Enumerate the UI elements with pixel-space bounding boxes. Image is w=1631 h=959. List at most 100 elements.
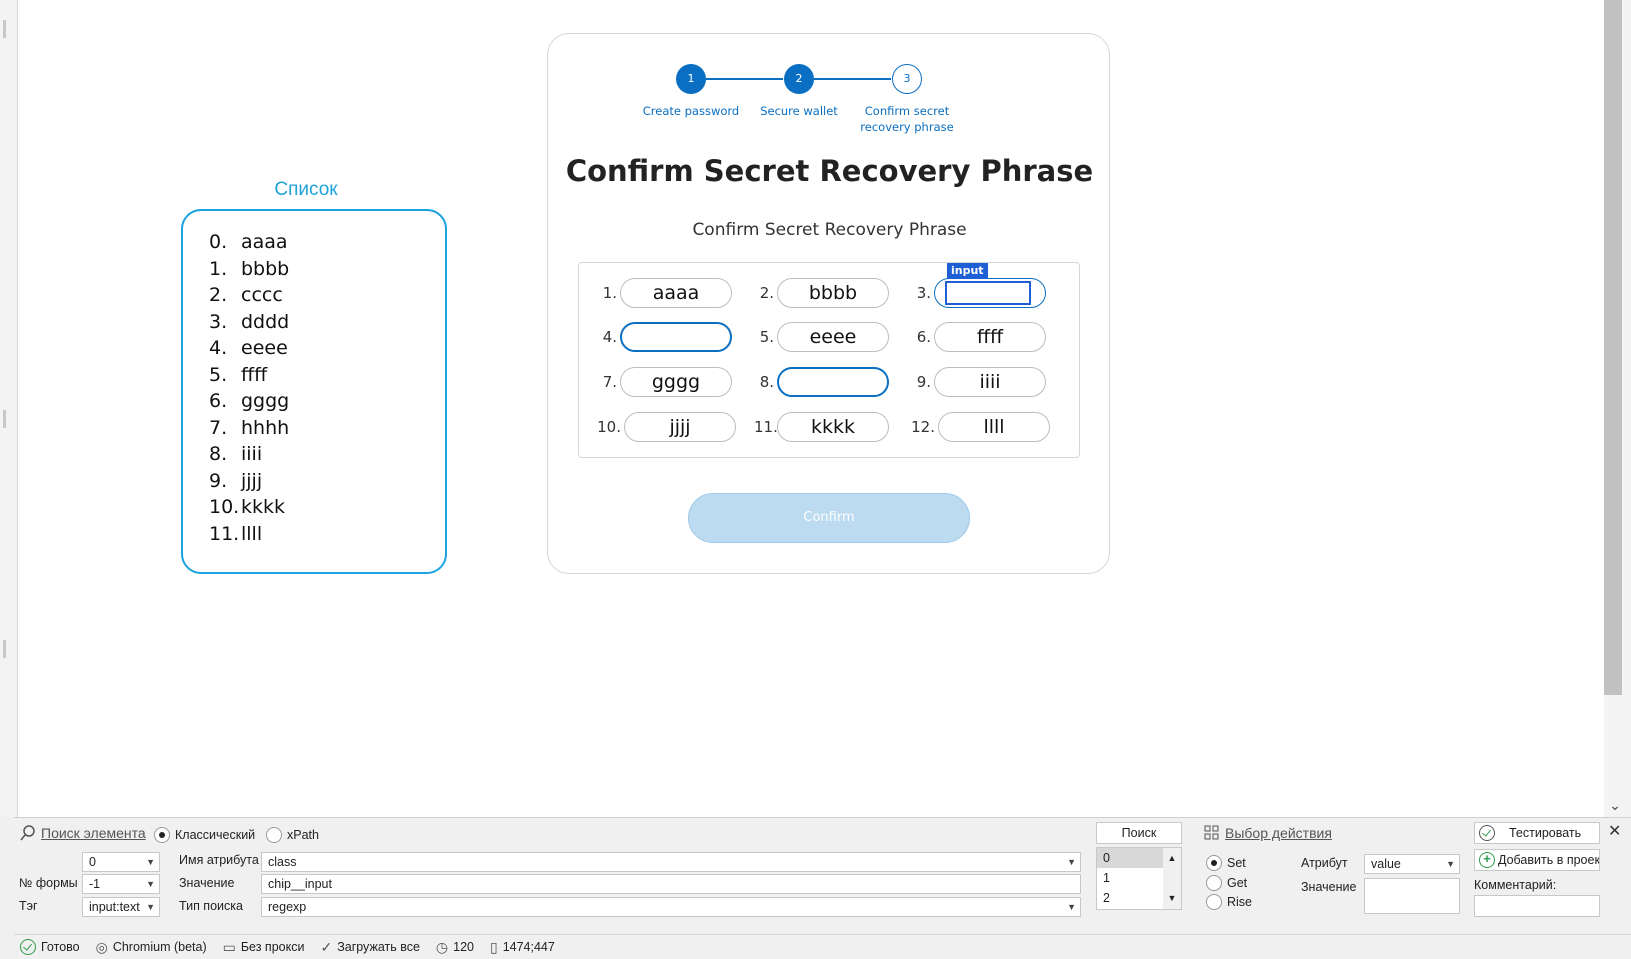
search-type-value: regexp xyxy=(268,900,307,914)
chip-number: 5. xyxy=(759,328,774,346)
tag-label: Тэг xyxy=(19,899,38,913)
action-rise-option[interactable]: Rise xyxy=(1206,894,1252,910)
chip-input[interactable]: bbbb xyxy=(777,278,889,308)
action-value-input[interactable] xyxy=(1364,878,1460,914)
result-item[interactable]: 0 xyxy=(1097,848,1163,868)
attribute-name-select[interactable]: class▼ xyxy=(261,852,1081,872)
status-coords-label: 1474;447 xyxy=(502,940,555,954)
results-scrollbar[interactable]: ▲▼ xyxy=(1163,848,1181,909)
check-circle-icon: ✓ xyxy=(320,938,333,955)
chip-input[interactable]: iiii xyxy=(934,367,1046,397)
scroll-down-icon[interactable]: ⌄ xyxy=(1609,797,1621,813)
status-proxy[interactable]: ▭Без прокси xyxy=(223,939,305,956)
list-item-word: jjjj xyxy=(241,469,263,492)
step-2-circle: 2 xyxy=(784,64,814,94)
chip-5: 5. eeee xyxy=(754,322,889,352)
step-3-circle: 3 xyxy=(892,64,922,94)
mode-xpath-option[interactable]: xPath xyxy=(266,827,319,843)
list-item-number: 11. xyxy=(209,522,240,545)
action-get-option[interactable]: Get xyxy=(1206,875,1247,891)
step-1-circle: 1 xyxy=(676,64,706,94)
chip-input-highlighted[interactable]: input xyxy=(934,263,1046,308)
results-list[interactable]: 0 1 2 ▲▼ xyxy=(1096,847,1182,910)
mode-xpath-radio[interactable] xyxy=(266,827,282,843)
result-item[interactable]: 2 xyxy=(1103,891,1110,905)
confirm-phrase-card: 1 2 3 Create password Secure wallet Conf… xyxy=(547,33,1110,574)
status-load-all[interactable]: ✓Загружать все xyxy=(320,939,419,956)
result-item[interactable]: 1 xyxy=(1103,871,1110,885)
form-number-label: № формы xyxy=(19,876,78,890)
chip-number: 3. xyxy=(916,284,931,302)
attribute-select[interactable]: value▼ xyxy=(1364,854,1460,874)
add-to-project-button[interactable]: + Добавить в проект xyxy=(1474,849,1600,871)
list-item-word: cccc xyxy=(241,284,283,306)
attribute-name-value: class xyxy=(268,855,297,869)
chip-3: 3. input xyxy=(911,263,1046,308)
list-item-word: iiii xyxy=(241,443,263,465)
status-ready: Готово xyxy=(20,939,80,955)
action-set-radio[interactable] xyxy=(1206,855,1222,871)
index-value: 0 xyxy=(89,855,96,869)
chip-input[interactable]: ffff xyxy=(934,322,1046,352)
left-gutter xyxy=(0,0,18,817)
test-button[interactable]: Тестировать xyxy=(1474,822,1600,844)
index-select[interactable]: 0▼ xyxy=(82,852,160,872)
list-item-word: llll xyxy=(241,522,263,545)
list-item: 10.kkkk xyxy=(209,496,445,523)
search-button[interactable]: Поиск xyxy=(1096,822,1182,844)
chip-6: 6. ffff xyxy=(911,322,1046,352)
chip-input[interactable]: kkkk xyxy=(777,412,889,442)
chip-number: 10. xyxy=(597,418,621,436)
chip-input[interactable]: llll xyxy=(938,412,1050,442)
scrollbar-thumb[interactable] xyxy=(1604,0,1622,695)
status-browser[interactable]: ◎Chromium (beta) xyxy=(96,939,207,956)
comment-input[interactable] xyxy=(1474,895,1600,917)
gutter-tick xyxy=(3,640,6,658)
list-item-number: 9. xyxy=(209,469,228,492)
chip-number: 7. xyxy=(602,373,617,391)
mode-classic-option[interactable]: Классический xyxy=(154,827,255,843)
step-connector xyxy=(706,78,783,80)
chip-4: 4. xyxy=(597,322,732,352)
action-set-option[interactable]: Set xyxy=(1206,855,1246,871)
form-number-select[interactable]: -1▼ xyxy=(82,874,160,894)
chip-input[interactable]: aaaa xyxy=(620,278,732,308)
mouse-icon: ▯ xyxy=(489,938,498,955)
form-number-value: -1 xyxy=(89,877,101,891)
list-item-number: 2. xyxy=(209,284,228,306)
search-type-select[interactable]: regexp▼ xyxy=(261,897,1081,917)
status-proxy-label: Без прокси xyxy=(240,940,305,954)
value-input[interactable]: chip__input xyxy=(261,874,1081,894)
mode-classic-label: Классический xyxy=(175,828,256,842)
close-icon[interactable]: ✕ xyxy=(1608,823,1622,840)
status-timeout[interactable]: ◷120 xyxy=(436,939,474,956)
list-item-word: bbbb xyxy=(241,257,290,280)
status-browser-label: Chromium (beta) xyxy=(112,940,207,954)
step-2-label: Secure wallet xyxy=(760,104,838,118)
chip-input[interactable] xyxy=(620,322,732,352)
chip-input[interactable] xyxy=(777,367,889,397)
list-item-number: 4. xyxy=(209,337,228,359)
action-get-radio[interactable] xyxy=(1206,875,1222,891)
action-select-link[interactable]: Выбор действия xyxy=(1225,825,1332,841)
chip-9: 9. iiii xyxy=(911,367,1046,397)
chip-number: 6. xyxy=(916,328,931,346)
chip-input[interactable]: gggg xyxy=(620,367,732,397)
list-item-word: kkkk xyxy=(241,496,286,518)
chip-input[interactable]: eeee xyxy=(777,322,889,352)
chip-8: 8. xyxy=(754,367,889,397)
action-set-label: Set xyxy=(1227,856,1246,870)
search-header: Поиск элемента xyxy=(20,825,146,841)
confirm-button[interactable]: Confirm xyxy=(688,493,970,543)
search-element-link[interactable]: Поиск элемента xyxy=(41,825,146,841)
check-icon xyxy=(1479,825,1495,841)
tag-select[interactable]: input:text▼ xyxy=(82,897,160,917)
chip-7: 7. gggg xyxy=(597,367,732,397)
action-rise-radio[interactable] xyxy=(1206,894,1222,910)
browser-viewport: Список 0.aaaa 1.bbbb 2.cccc 3.dddd 4.eee… xyxy=(0,0,1631,817)
mode-classic-radio[interactable] xyxy=(154,827,170,843)
chip-10: 10. jjjj xyxy=(597,412,736,442)
chip-input[interactable]: jjjj xyxy=(624,412,736,442)
list-item: 7.hhhh xyxy=(209,417,445,444)
